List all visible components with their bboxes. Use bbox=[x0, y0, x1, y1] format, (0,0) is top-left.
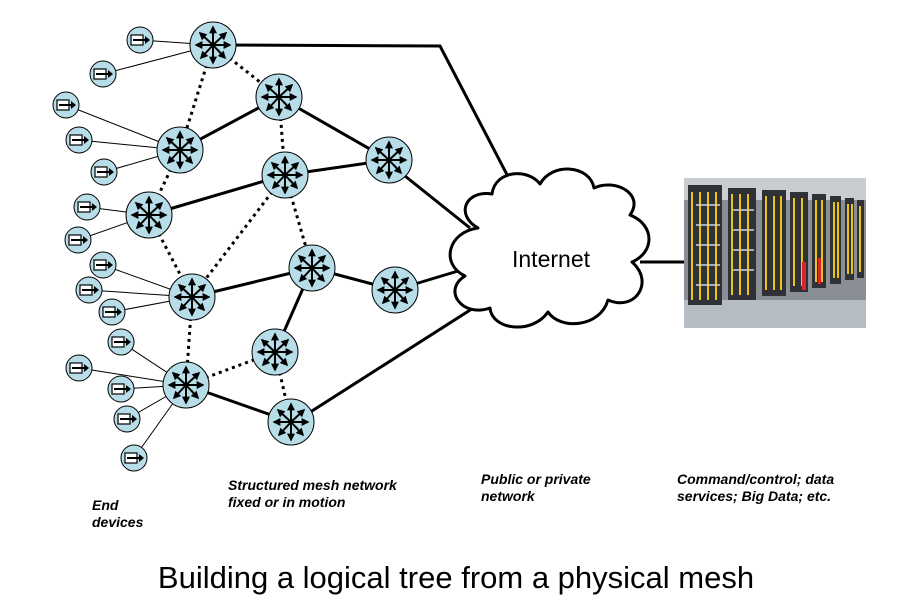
end-device-icon bbox=[89, 251, 117, 279]
link-bottom-router-internet bbox=[289, 303, 479, 427]
end-devices bbox=[52, 26, 154, 472]
end-device-icon bbox=[90, 158, 118, 186]
link-top-router-internet bbox=[212, 43, 517, 191]
page-title: Building a logical tree from a physical … bbox=[157, 560, 755, 595]
end-device-icon bbox=[107, 375, 135, 403]
router-icon bbox=[190, 22, 236, 68]
end-device-icon bbox=[64, 226, 92, 254]
router-icon bbox=[252, 329, 298, 375]
end-device-icon bbox=[126, 26, 154, 54]
router-icon bbox=[262, 152, 308, 198]
router-icon bbox=[157, 127, 203, 173]
caption-command-control: Command/control; data services; Big Data… bbox=[677, 471, 835, 504]
end-device-icon bbox=[65, 354, 93, 382]
end-device-icon bbox=[107, 328, 135, 356]
router-icon bbox=[289, 245, 335, 291]
cloud-icon: Internet bbox=[448, 167, 651, 329]
router-icon bbox=[256, 74, 302, 120]
caption-mesh: Structured mesh network fixed or in moti… bbox=[228, 477, 397, 510]
end-device-icon bbox=[75, 276, 103, 304]
end-device-icon bbox=[52, 91, 80, 119]
end-device-icon bbox=[98, 298, 126, 326]
end-device-icon bbox=[113, 405, 141, 433]
caption-end-devices: End devices bbox=[92, 497, 144, 530]
router-icon bbox=[366, 137, 412, 183]
router-icon bbox=[169, 274, 215, 320]
end-device-icon bbox=[73, 193, 101, 221]
router-icon bbox=[268, 399, 314, 445]
router-icon bbox=[163, 362, 209, 408]
router-icon bbox=[126, 192, 172, 238]
end-device-icon bbox=[120, 444, 148, 472]
server-rack-photo bbox=[684, 178, 866, 328]
mesh-routers bbox=[126, 22, 418, 445]
caption-public-network: Public or private network bbox=[481, 471, 591, 504]
router-icon bbox=[372, 267, 418, 313]
cloud-label: Internet bbox=[512, 246, 591, 272]
end-device-icon bbox=[65, 126, 93, 154]
end-device-icon bbox=[89, 60, 117, 88]
